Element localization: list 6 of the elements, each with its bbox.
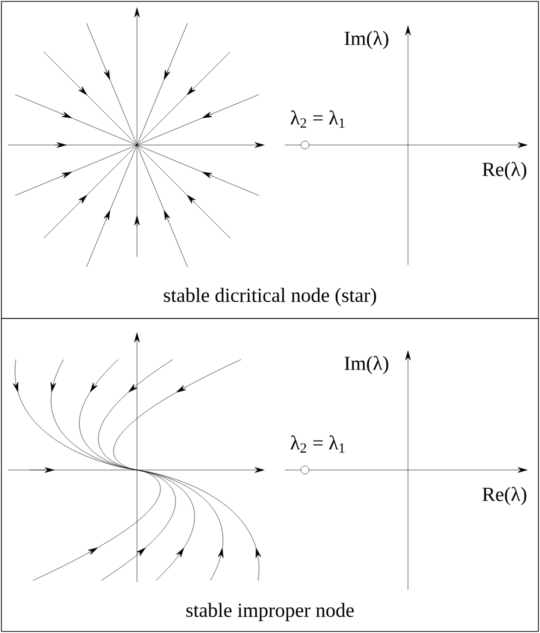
- axis-label: λ$_{2}$ = λ$_{1}$: [290, 435, 344, 453]
- axis-label: λ$_{2}$ = λ$_{1}$: [290, 110, 344, 128]
- axis-label: Re(λ): [482, 162, 526, 180]
- axis-label: Re(λ): [482, 486, 526, 506]
- axis-label: Im(λ): [344, 30, 388, 50]
- axis-label: Im(λ): [344, 356, 388, 374]
